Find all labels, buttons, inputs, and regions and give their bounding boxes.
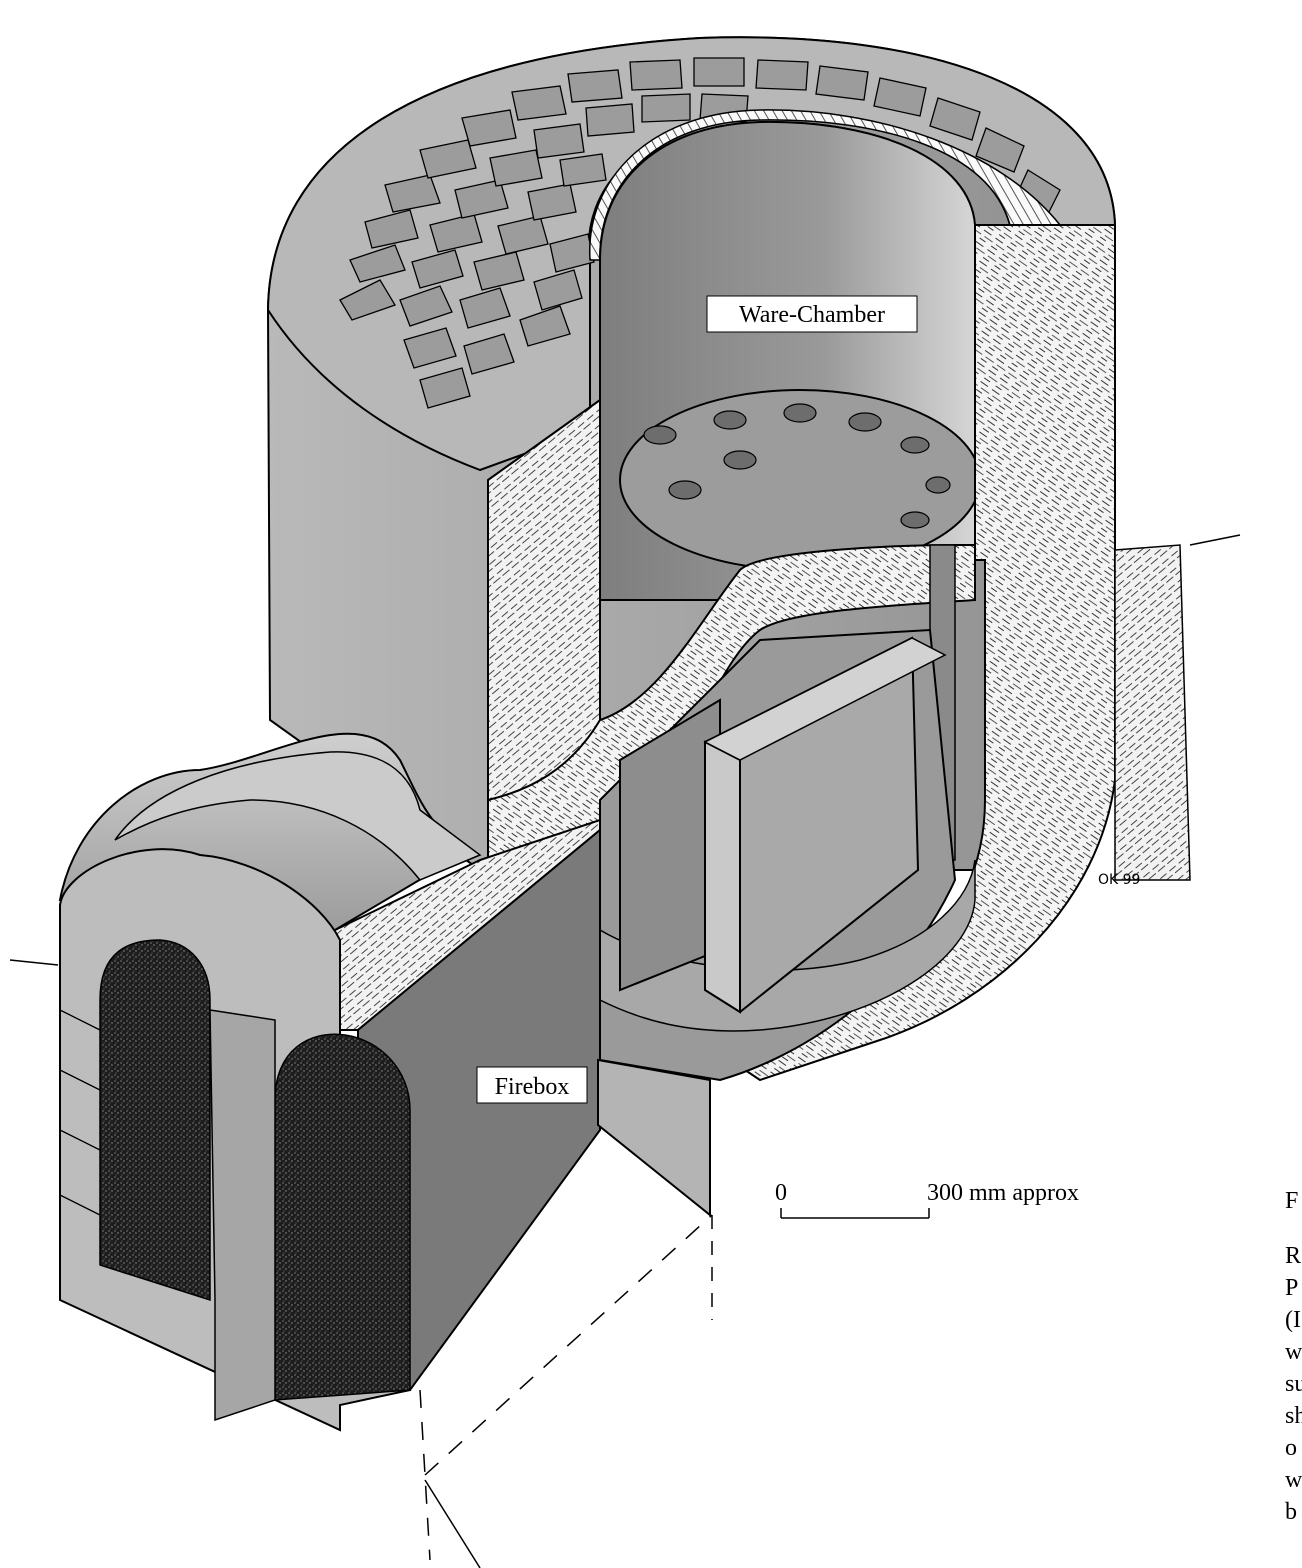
firebox-arch-right bbox=[274, 1033, 411, 1401]
caption-fragment: F bbox=[1285, 1188, 1299, 1214]
caption-fragment: P bbox=[1285, 1275, 1299, 1301]
caption-fragment: (I bbox=[1285, 1307, 1301, 1333]
scale-bar: 0 300 mm approx bbox=[775, 1180, 1079, 1219]
ware-chamber-interior bbox=[599, 120, 981, 601]
scale-bar-end: 300 mm approx bbox=[927, 1180, 1079, 1206]
caption-fragment: w bbox=[1285, 1339, 1302, 1365]
ware-chamber-label: Ware-Chamber bbox=[706, 295, 918, 333]
caption-fragment: R bbox=[1285, 1243, 1302, 1269]
firebox-vault-top bbox=[114, 751, 482, 881]
dome-stones bbox=[339, 57, 1061, 409]
svg-text:Ware-Chamber: Ware-Chamber bbox=[739, 302, 885, 328]
ground-lines bbox=[9, 534, 1241, 1568]
firebox-arch-left bbox=[99, 939, 211, 1302]
cut-plane bbox=[597, 1058, 711, 1218]
svg-text:Firebox: Firebox bbox=[495, 1074, 570, 1100]
caption-fragment: o bbox=[1285, 1435, 1297, 1461]
flue-holes bbox=[643, 403, 951, 529]
caption-fragment: su bbox=[1285, 1371, 1302, 1397]
caption-fragment: w bbox=[1285, 1467, 1302, 1493]
drafter-credit: OK 99 bbox=[1098, 872, 1140, 888]
firebox-label: Firebox bbox=[476, 1066, 588, 1104]
caption-fragment: b bbox=[1285, 1499, 1297, 1525]
central-pillar bbox=[619, 636, 947, 1014]
scale-bar-start: 0 bbox=[775, 1180, 787, 1206]
ground-section-right bbox=[1114, 544, 1191, 881]
firebox-front bbox=[59, 848, 412, 1432]
caption-fragment: sh bbox=[1285, 1403, 1302, 1429]
